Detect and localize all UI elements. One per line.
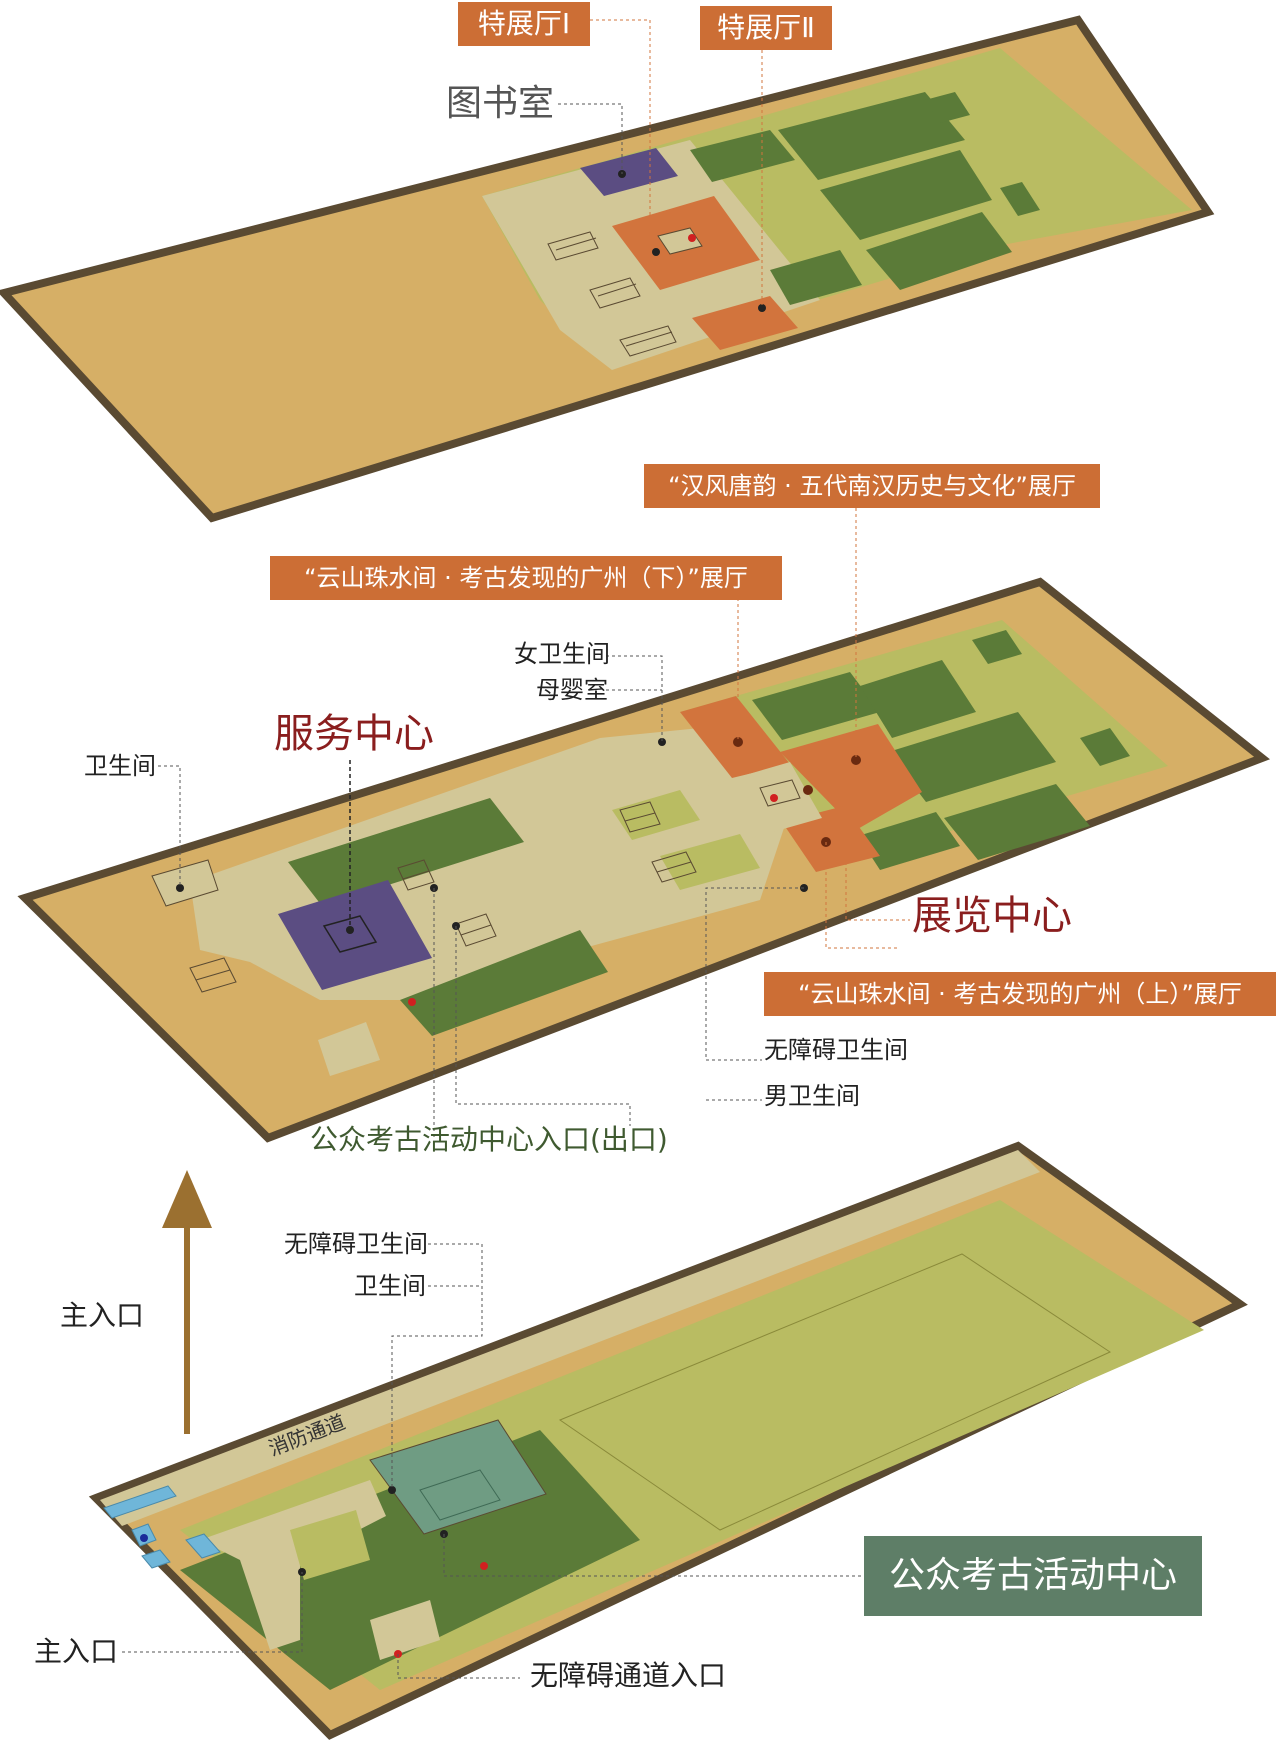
special-hall-1-red-marker	[688, 234, 696, 242]
special-hall-1-marker	[652, 248, 660, 256]
exhibition-center-leader	[845, 790, 910, 921]
middle-restroom-label: 卫生间	[84, 752, 156, 780]
main-entrance-label: 主入口	[34, 1635, 119, 1668]
middle-floor-garden-block	[660, 834, 760, 890]
accessible-entrance-leader	[397, 1654, 520, 1679]
fire-lane-strip	[100, 1150, 1040, 1526]
special-hall-2-room	[692, 296, 798, 350]
service-center-desk	[322, 915, 378, 953]
special-hall-2-label: 特展厅Ⅱ	[700, 6, 832, 50]
exhibition-center-label: 展览中心	[912, 893, 1072, 939]
womens-restroom-marker	[658, 738, 666, 746]
restroom-marker	[176, 884, 184, 892]
ground-floor-walkway	[290, 1510, 370, 1580]
middle-floor-garden-block	[972, 630, 1022, 664]
ground-floor-walkway	[370, 1600, 440, 1660]
middle-floor-garden-block	[860, 660, 976, 738]
top-floor-stairs	[547, 231, 677, 357]
womens-restroom-leader	[606, 655, 663, 742]
library-label: 图书室	[446, 83, 555, 124]
middle-floor-west-wing	[151, 859, 219, 907]
accessible-entrance-label: 无障碍通道入口	[530, 1659, 727, 1692]
arrow-main-entrance-label: 主入口	[60, 1299, 145, 1332]
middle-floor-garden-block	[944, 784, 1090, 860]
top-floor-garden-block	[820, 150, 992, 240]
hall-lower-marker	[733, 737, 743, 747]
hall-upper-label: “云山珠水间 · 考古发现的广州（上）”展厅	[764, 972, 1276, 1016]
accessible-restroom-leader	[705, 887, 804, 1061]
middle-red-marker	[408, 998, 416, 1006]
ground-restroom-label: 卫生间	[354, 1272, 426, 1300]
middle-floor-garden-block	[858, 812, 960, 870]
hall-upper-room	[782, 806, 880, 872]
top-floor-garden-block	[925, 92, 970, 123]
middle-floor-garden-block	[288, 798, 524, 906]
special-hall-1-label: 特展厅Ⅰ	[458, 2, 590, 46]
hall-nanhan-marker	[851, 755, 861, 765]
top-floor-garden-block	[1000, 182, 1040, 216]
main-entrance-leader	[122, 1572, 303, 1653]
ground-floor	[88, 1141, 1248, 1740]
exhibition-red-marker	[770, 794, 778, 802]
library-room	[580, 148, 678, 196]
top-floor	[0, 15, 1215, 523]
top-floor-garden-block	[866, 212, 1012, 290]
special-hall-1-leader	[590, 19, 651, 252]
middle-floor-garden-block	[888, 712, 1056, 802]
nursing-room-label: 母婴室	[536, 676, 608, 704]
restroom-leader	[158, 765, 181, 888]
ground-accessible-restroom-label: 无障碍卫生间	[284, 1230, 428, 1258]
exhibition-center-stage	[759, 779, 801, 807]
archaeology-center-inner	[419, 1469, 501, 1521]
special-hall-2-marker	[758, 304, 766, 312]
main-entrance-arrow	[162, 1170, 212, 1434]
archaeology-center-label: 公众考古活动中心	[864, 1536, 1202, 1616]
middle-floor-garden-block	[752, 672, 880, 740]
hall-nanhan-room	[780, 724, 922, 830]
middle-floor-stairs	[189, 801, 697, 993]
middle-accessible-restroom-label: 无障碍卫生间	[764, 1036, 908, 1064]
ground-red-marker	[480, 1562, 488, 1570]
pool	[185, 1533, 221, 1559]
middle-floor-garden-block	[1080, 728, 1130, 766]
middle-floor	[17, 508, 1270, 1143]
service-center-label: 服务中心	[274, 711, 434, 757]
top-floor-garden-block	[778, 92, 965, 180]
hall-nanhan-label: “汉风唐韵 · 五代南汉历史与文化”展厅	[644, 464, 1100, 508]
ground-accessible-restroom-leader	[391, 1243, 483, 1490]
top-floor-garden-block	[770, 250, 862, 305]
hall-lower-room	[680, 696, 790, 778]
womens-restroom-label: 女卫生间	[514, 640, 610, 668]
archaeology-entrance-label: 公众考古活动中心入口(出口)	[310, 1123, 668, 1156]
exhibition-center-marker	[803, 785, 813, 795]
hall-lower-label: “云山珠水间 · 考古发现的广州（下）”展厅	[270, 556, 782, 600]
service-center-room	[278, 880, 432, 990]
middle-floor-garden-block	[400, 930, 608, 1036]
top-floor-garden-block	[690, 130, 795, 182]
mens-restroom-label: 男卫生间	[764, 1082, 860, 1110]
library-leader	[558, 103, 623, 174]
ground-restroom-marker	[388, 1486, 396, 1494]
ground-floor-field-outline	[558, 1253, 1112, 1531]
archaeology-exit-leader	[455, 926, 631, 1126]
middle-floor-west-annex	[318, 1022, 380, 1076]
pool-marker	[140, 1534, 148, 1542]
pool	[141, 1549, 171, 1569]
archaeology-center-leader	[443, 1534, 864, 1577]
pool	[103, 1485, 177, 1519]
